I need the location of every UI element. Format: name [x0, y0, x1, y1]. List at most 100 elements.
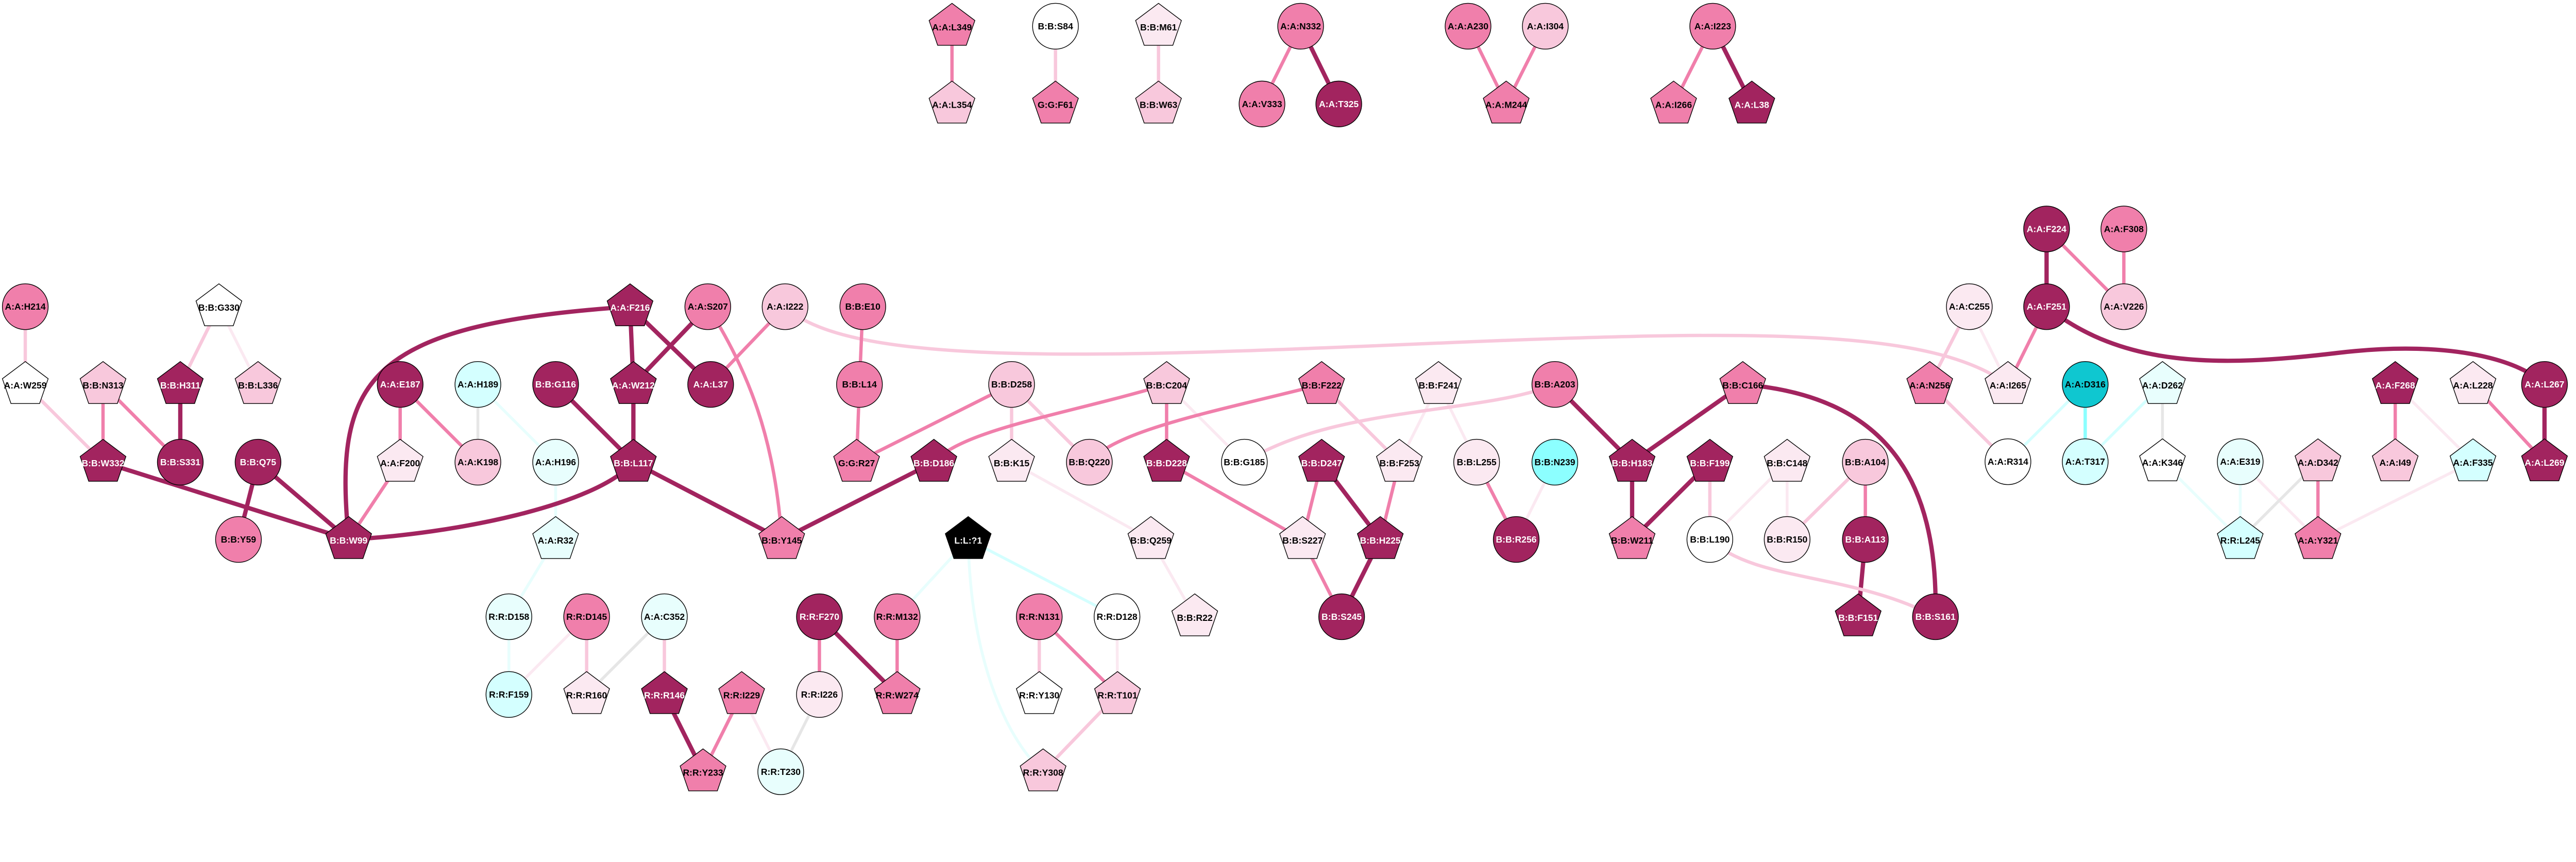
pentagon-node-shape	[2216, 516, 2264, 559]
node-a-a-t325[interactable]: A:A:T325	[1315, 80, 1362, 127]
pentagon-node-shape	[157, 361, 204, 404]
pentagon-node-shape	[79, 361, 127, 404]
pentagon-node-shape	[2371, 361, 2419, 404]
node-a-a-s207[interactable]: A:A:S207	[684, 283, 731, 330]
node-a-a-a230[interactable]: A:A:A230	[1445, 3, 1492, 50]
node-b-b-q220[interactable]: B:B:Q220	[1066, 438, 1113, 486]
pentagon-node-shape	[377, 438, 423, 482]
node-a-a-f308[interactable]: A:A:F308	[2100, 206, 2147, 252]
pentagon-node-shape	[2, 361, 49, 404]
node-b-b-a113[interactable]: B:B:A113	[1842, 516, 1889, 563]
ellipse-node-shape	[454, 361, 501, 408]
ellipse-node-shape	[1239, 80, 1285, 127]
node-a-a-t317[interactable]: A:A:T317	[2062, 438, 2109, 485]
ellipse-node-shape	[1277, 3, 1324, 50]
node-b-b-r256[interactable]: B:B:R256	[1493, 516, 1540, 563]
ellipse-node-shape	[1531, 361, 1579, 408]
node-b-b-g116[interactable]: B:B:G116	[532, 361, 579, 408]
pentagon-node-shape	[718, 671, 765, 714]
ellipse-node-shape	[1032, 3, 1079, 50]
node-b-b-g185[interactable]: B:B:G185	[1221, 438, 1268, 486]
edge-b-b-c166-to-b-b-s161	[1742, 382, 1938, 617]
node-r-r-d158[interactable]: R:R:D158	[485, 593, 532, 640]
node-b-b-a203[interactable]: B:B:A203	[1531, 361, 1579, 408]
node-a-a-e319[interactable]: A:A:E319	[2217, 438, 2264, 485]
node-a-a-f251[interactable]: A:A:F251	[2023, 283, 2070, 330]
node-a-a-v333[interactable]: A:A:V333	[1239, 80, 1285, 127]
ellipse-node-shape	[1016, 593, 1063, 640]
pentagon-node-shape	[2371, 438, 2419, 481]
node-a-a-r314[interactable]: A:A:R314	[1985, 438, 2031, 485]
node-a-a-h214[interactable]: A:A:H214	[2, 283, 49, 330]
node-b-b-s245[interactable]: B:B:S245	[1318, 593, 1365, 640]
node-a-a-f224[interactable]: A:A:F224	[2023, 206, 2070, 252]
ellipse-node-shape	[836, 361, 883, 408]
pentagon-node-shape	[2449, 361, 2497, 404]
node-r-r-i226[interactable]: R:R:I226	[796, 671, 843, 718]
node-b-b-l14[interactable]: B:B:L14	[836, 361, 883, 408]
edge-a-a-s207-to-b-b-y145	[706, 306, 784, 540]
node-a-a-h196[interactable]: A:A:H196	[532, 438, 579, 486]
node-a-a-c255[interactable]: A:A:C255	[1946, 283, 1993, 330]
node-r-r-f270[interactable]: R:R:F270	[796, 593, 843, 640]
pentagon-node-shape	[1094, 671, 1141, 714]
pentagon-node-shape	[1719, 361, 1766, 404]
node-a-a-i304[interactable]: A:A:I304	[1522, 3, 1569, 50]
ellipse-node-shape	[2062, 361, 2109, 408]
ellipse-node-shape	[1912, 593, 1959, 640]
node-b-b-e10[interactable]: B:B:E10	[839, 283, 886, 330]
ellipse-node-shape	[1221, 438, 1268, 486]
edge-b-b-d186-to-b-b-y145	[781, 460, 935, 542]
pentagon-node-shape	[606, 283, 654, 326]
ellipse-node-shape	[796, 593, 843, 640]
node-r-r-n131[interactable]: R:R:N131	[1016, 593, 1063, 640]
pentagon-node-shape	[1135, 80, 1182, 124]
ellipse-node-shape	[1493, 516, 1540, 563]
node-r-r-d128[interactable]: R:R:D128	[1093, 593, 1141, 640]
node-a-a-i223[interactable]: A:A:I223	[1689, 3, 1736, 50]
ellipse-node-shape	[761, 283, 808, 330]
ellipse-node-shape	[1689, 3, 1736, 50]
node-b-b-d258[interactable]: B:B:D258	[988, 361, 1035, 408]
pentagon-node-shape	[1906, 361, 1953, 404]
pentagon-node-shape	[1376, 438, 1423, 482]
node-a-a-l37[interactable]: A:A:L37	[687, 361, 734, 408]
node-r-r-f159[interactable]: R:R:F159	[485, 671, 532, 718]
node-b-b-s84[interactable]: B:B:S84	[1032, 3, 1079, 50]
node-b-b-l255[interactable]: B:B:L255	[1453, 438, 1500, 486]
node-b-b-n239[interactable]: B:B:N239	[1531, 438, 1579, 486]
ellipse-node-shape	[988, 361, 1035, 408]
pentagon-node-shape	[610, 438, 657, 482]
ellipse-node-shape	[2217, 438, 2264, 485]
node-b-b-y59[interactable]: B:B:Y59	[215, 516, 262, 563]
ellipse-node-shape	[1764, 516, 1810, 563]
ellipse-node-shape	[563, 593, 610, 640]
node-b-b-l190[interactable]: B:B:L190	[1686, 516, 1733, 563]
node-a-a-c352[interactable]: A:A:C352	[641, 593, 688, 640]
node-r-r-t230[interactable]: R:R:T230	[757, 748, 804, 795]
node-a-a-d316[interactable]: A:A:D316	[2062, 361, 2109, 408]
node-b-b-s331[interactable]: B:B:S331	[157, 438, 204, 486]
node-a-a-i222[interactable]: A:A:I222	[761, 283, 808, 330]
residue-interaction-network: A:A:L349A:A:L354B:B:S84G:G:F61B:B:M61B:B…	[2, 3, 2568, 795]
edge-b-b-w332-to-b-b-w99	[102, 460, 349, 542]
ellipse-node-shape	[687, 361, 734, 408]
node-a-a-h189[interactable]: A:A:H189	[454, 361, 501, 408]
node-b-b-r150[interactable]: B:B:R150	[1764, 516, 1810, 563]
node-a-a-k198[interactable]: A:A:K198	[454, 438, 501, 486]
node-r-r-m132[interactable]: R:R:M132	[874, 593, 921, 640]
node-a-a-n332[interactable]: A:A:N332	[1277, 3, 1324, 50]
ellipse-node-shape	[684, 283, 731, 330]
node-b-b-a104[interactable]: B:B:A104	[1842, 438, 1889, 486]
node-a-a-l267[interactable]: A:A:L267	[2521, 361, 2568, 408]
node-b-b-s161[interactable]: B:B:S161	[1912, 593, 1959, 640]
node-a-a-e187[interactable]: A:A:E187	[377, 361, 423, 408]
node-r-r-d145[interactable]: R:R:D145	[563, 593, 610, 640]
pentagon-node-shape	[1728, 80, 1775, 124]
node-a-a-v226[interactable]: A:A:V226	[2100, 283, 2147, 330]
ellipse-node-shape	[1066, 438, 1113, 486]
ellipse-node-shape	[2023, 283, 2070, 330]
ellipse-node-shape	[874, 593, 921, 640]
pentagon-node-shape	[1985, 361, 2031, 404]
node-b-b-q75[interactable]: B:B:Q75	[234, 438, 281, 486]
